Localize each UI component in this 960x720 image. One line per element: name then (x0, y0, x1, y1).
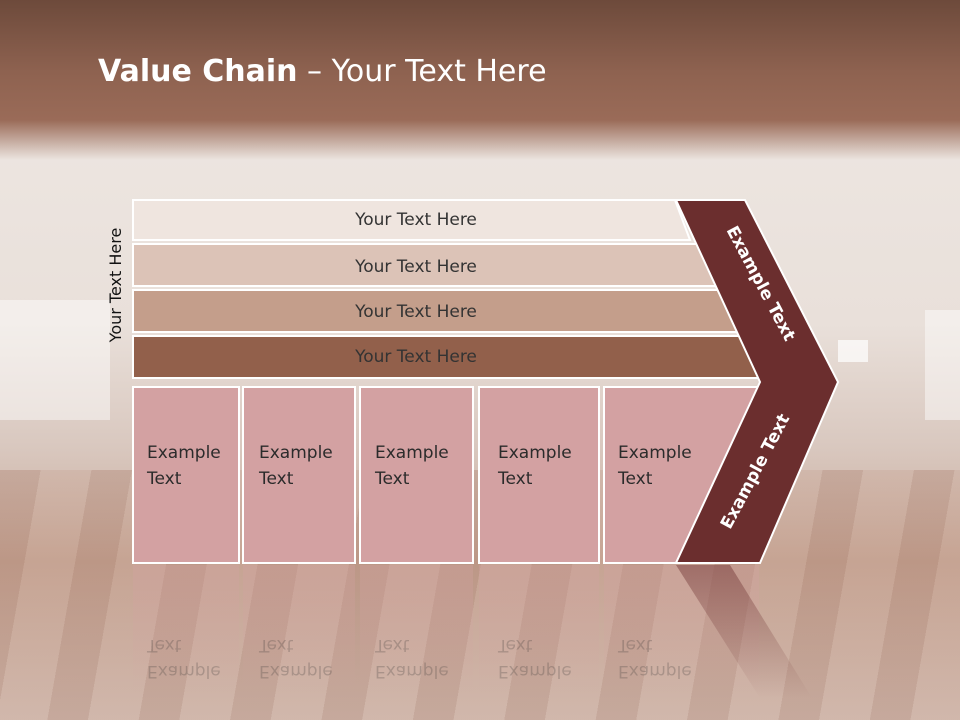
title-bar (0, 0, 960, 160)
background-lamp (838, 340, 868, 362)
box-label-line: Example (259, 443, 333, 463)
reflection-line: Text (147, 635, 182, 655)
row-label-1: Your Text Here (354, 210, 477, 230)
reflection-group (133, 565, 812, 698)
box-shape (242, 386, 356, 564)
reflection-line: Example (375, 661, 449, 681)
box-reflection (360, 565, 473, 695)
box-label-line: Example (375, 443, 449, 463)
box-label-line: Text (259, 469, 294, 489)
row-label-4: Your Text Here (354, 347, 477, 367)
background-window (0, 300, 110, 420)
box-label-reflection: Example Text (375, 632, 449, 684)
background-window (925, 310, 960, 420)
reflection-line: Example (147, 661, 221, 681)
box-shape (359, 386, 474, 564)
chevron-arrow (674, 199, 840, 564)
box-label-reflection: Example Text (618, 632, 692, 684)
box-label-reflection: Example Text (259, 632, 333, 684)
reflection-line: Text (498, 635, 533, 655)
box-reflection (479, 565, 599, 695)
box-label-reflection: Example Text (147, 632, 221, 684)
reflection-line: Example (259, 661, 333, 681)
box-label-line: Text (498, 469, 533, 489)
box-label-line: Example (498, 443, 572, 463)
chevron-reflection (676, 565, 812, 698)
box-label-line: Text (375, 469, 410, 489)
row-shape (132, 199, 692, 241)
title-bold: Value Chain (98, 54, 298, 89)
reflection-line: Text (375, 635, 410, 655)
reflection-line: Example (618, 661, 692, 681)
title-rest: – Your Text Here (297, 54, 547, 89)
slide-title: Value Chain – Your Text Here (98, 54, 547, 89)
box-shape (478, 386, 600, 564)
box-shape (132, 386, 240, 564)
box-label-line: Text (618, 469, 653, 489)
box-label-line: Example (147, 443, 221, 463)
reflection-line: Example (498, 661, 572, 681)
box-reflection (243, 565, 355, 695)
reflection-line: Text (259, 635, 294, 655)
row-label-2: Your Text Here (354, 257, 477, 277)
box-label-line: Text (147, 469, 182, 489)
reflection-line: Text (618, 635, 653, 655)
box-reflection (133, 565, 239, 695)
row-label-3: Your Text Here (354, 302, 477, 322)
box-label-line: Example (618, 443, 692, 463)
box-label-reflection: Example Text (498, 632, 572, 684)
